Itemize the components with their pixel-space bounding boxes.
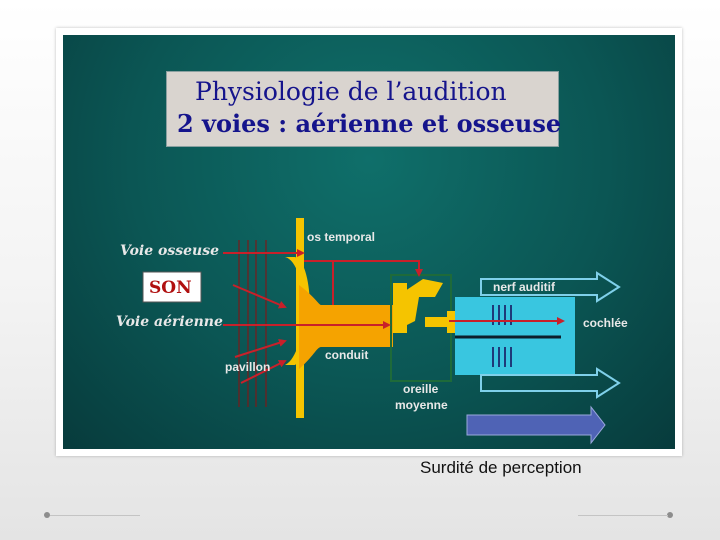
hearing-physiology-figure: Physiologie de l’audition 2 voies : aéri… <box>63 35 675 449</box>
label-pavillon: pavillon <box>225 360 270 374</box>
slide-frame: Physiologie de l’audition 2 voies : aéri… <box>56 28 682 456</box>
label-os-temporal: os temporal <box>307 230 375 244</box>
decor-line-right <box>578 515 668 516</box>
ear-diagram: SON Voie osseuse Voie aérienne pavillon … <box>63 35 675 449</box>
son-box: SON <box>143 272 201 302</box>
label-oreille: oreille <box>403 382 439 396</box>
caption-surdite-perception: Surdité de perception <box>420 458 582 478</box>
label-conduit: conduit <box>325 348 368 362</box>
label-cochlee: cochlée <box>583 316 628 330</box>
cochlea <box>455 297 575 375</box>
son-label: SON <box>149 278 192 298</box>
label-nerf-auditif: nerf auditif <box>493 280 556 294</box>
decor-line-left <box>50 515 140 516</box>
blue-arrow <box>467 407 605 443</box>
label-moyenne: moyenne <box>395 398 448 412</box>
middle-ear <box>391 275 455 381</box>
label-voie-aerienne: Voie aérienne <box>116 314 223 330</box>
label-voie-osseuse: Voie osseuse <box>120 243 219 259</box>
